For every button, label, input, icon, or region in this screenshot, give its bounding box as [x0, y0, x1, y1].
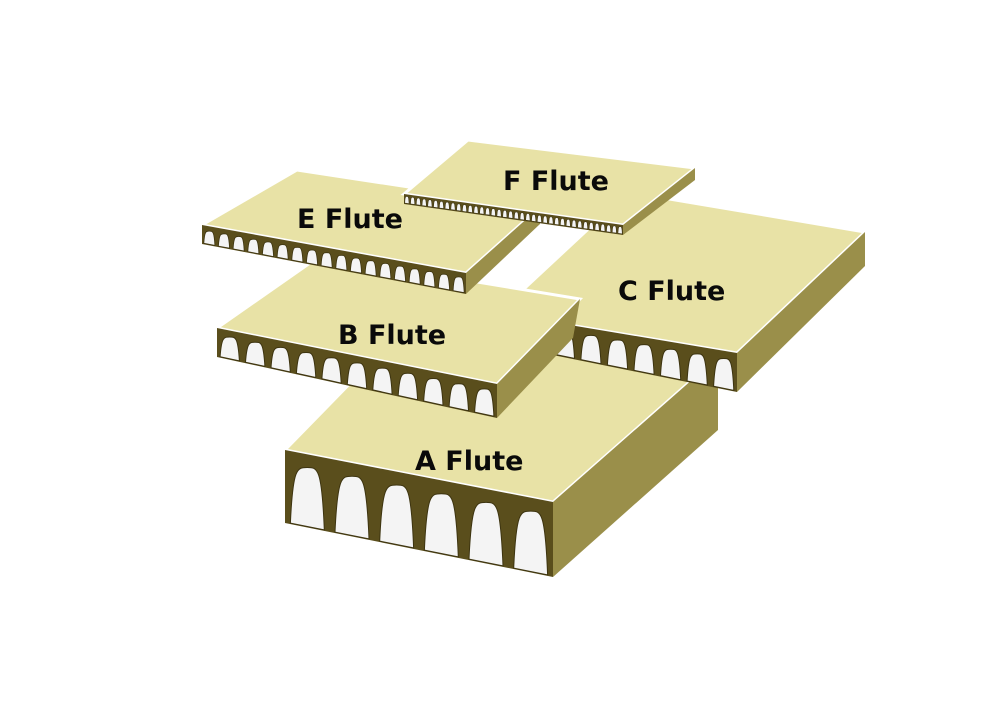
label-b-flute: B Flute [338, 320, 446, 351]
label-c-flute: C Flute [618, 276, 725, 307]
board-f-flute [400, 138, 699, 235]
board-c-right-side [737, 232, 865, 392]
board-b-flute [213, 254, 584, 418]
board-f-right-side [623, 168, 695, 235]
board-e-flutes [203, 230, 465, 294]
board-e-right-side [466, 207, 540, 294]
label-f-flute: F Flute [503, 166, 609, 197]
board-f-flutes [404, 196, 623, 235]
board-b-right-side [497, 299, 580, 418]
board-b-flutes [219, 336, 495, 417]
board-a-right-side [553, 357, 718, 577]
label-a-flute: A Flute [415, 446, 523, 477]
label-e-flute: E Flute [297, 204, 403, 235]
board-a-flutes [289, 466, 549, 576]
